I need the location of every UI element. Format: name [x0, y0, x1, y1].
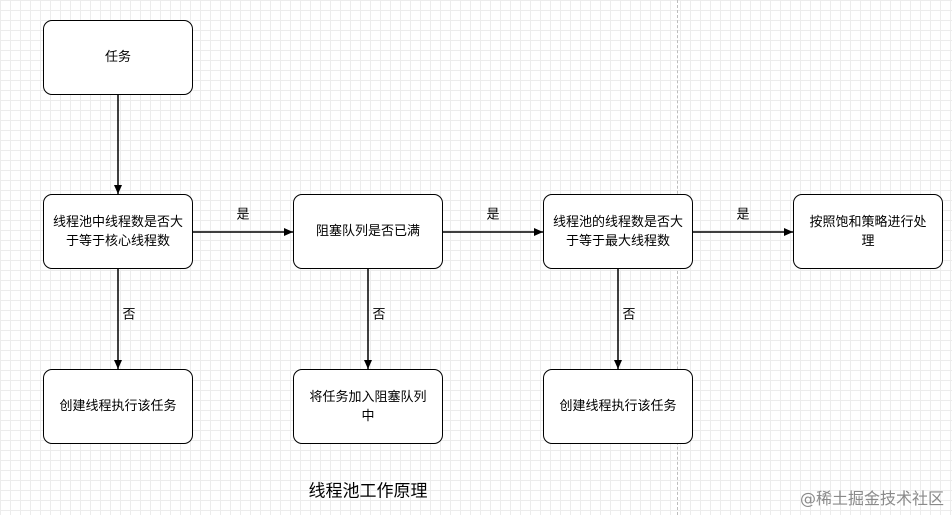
- diagram-caption: 线程池工作原理: [308, 481, 428, 502]
- edge-label-yes: 是: [486, 207, 500, 223]
- node-queue-full: 阻塞队列是否已满: [293, 194, 443, 269]
- edge-label-yes: 是: [236, 207, 250, 223]
- edge-label-no: 否: [122, 307, 136, 323]
- edge-label-yes: 是: [736, 207, 750, 223]
- watermark: @稀土掘金技术社区: [799, 489, 944, 508]
- node-create-core-thread: 创建线程执行该任务: [43, 369, 193, 444]
- node-task: 任务: [43, 20, 193, 95]
- node-create-extra-thread: 创建线程执行该任务: [543, 369, 693, 444]
- node-check-core-threads: 线程池中线程数是否大于等于核心线程数: [43, 194, 193, 269]
- edge-label-no: 否: [622, 307, 636, 323]
- node-saturation-policy: 按照饱和策略进行处理: [793, 194, 943, 269]
- node-check-max-threads: 线程池的线程数是否大于等于最大线程数: [543, 194, 693, 269]
- node-enqueue-task: 将任务加入阻塞队列中: [293, 369, 443, 444]
- edge-label-no: 否: [372, 307, 386, 323]
